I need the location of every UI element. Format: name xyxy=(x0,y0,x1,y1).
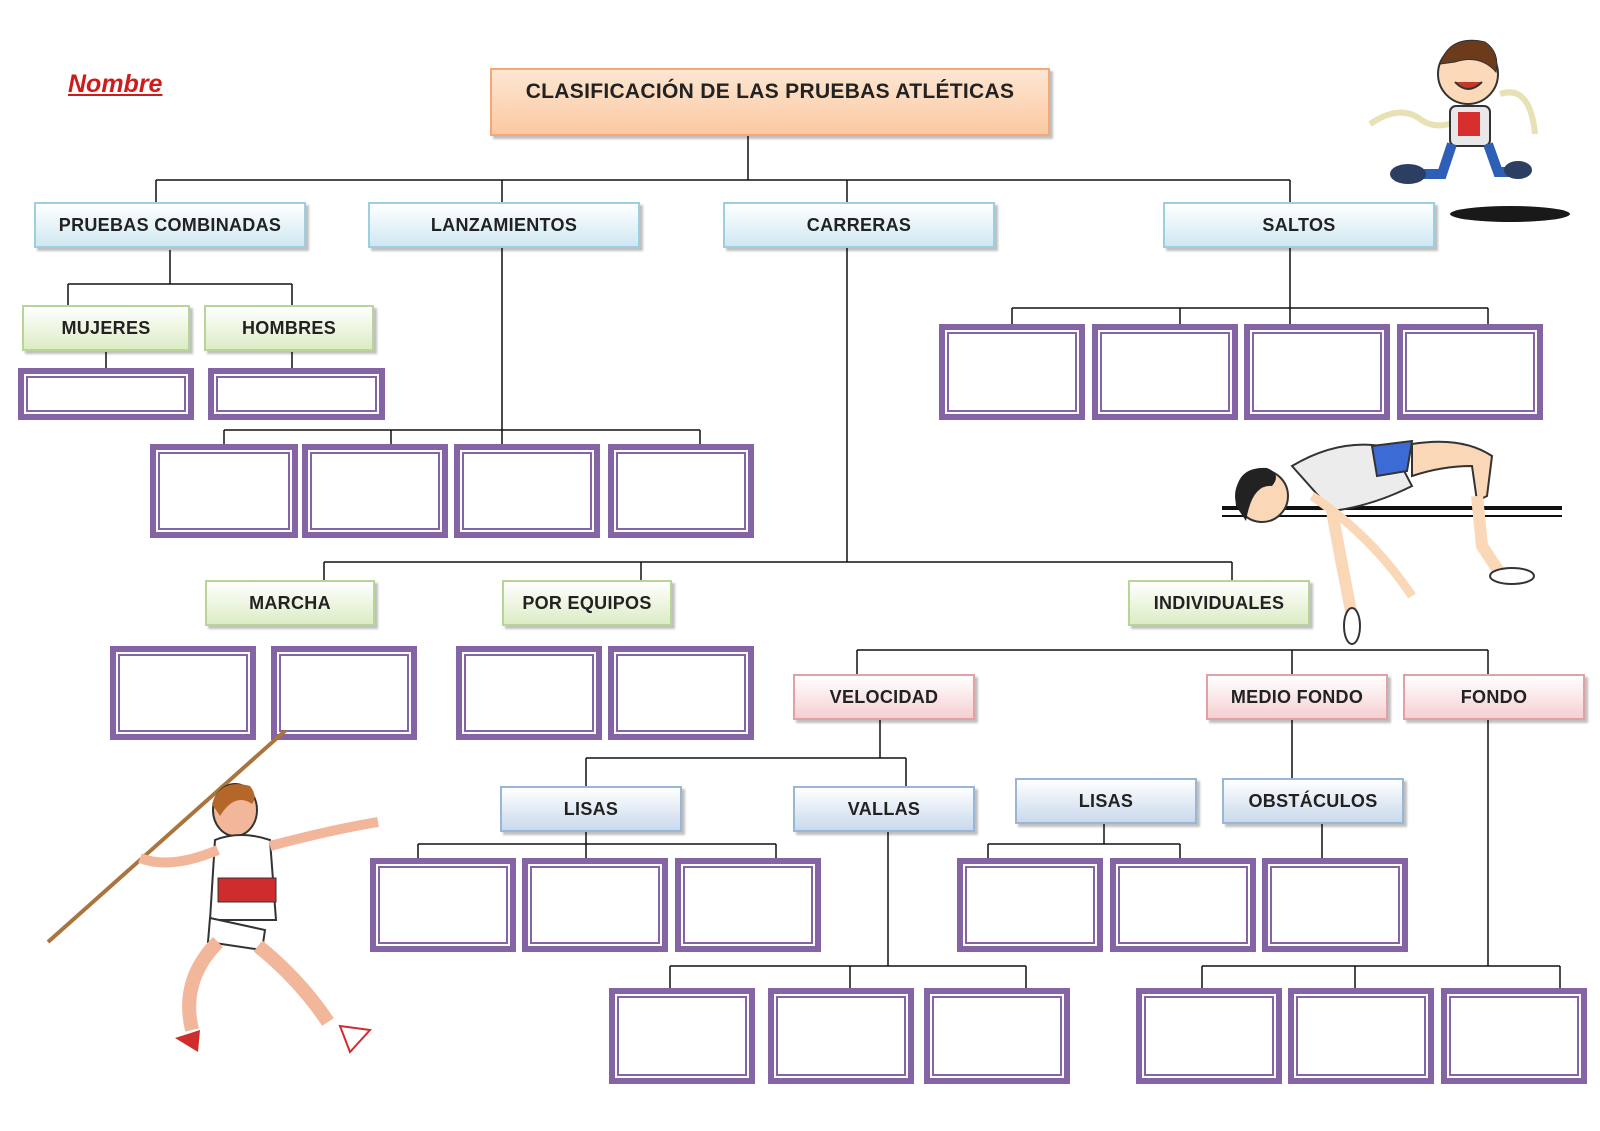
node-obstaculos: OBSTÁCULOS xyxy=(1222,778,1404,824)
answer-box-fondo-1[interactable] xyxy=(1136,988,1282,1084)
answer-box-vallas-1[interactable] xyxy=(609,988,755,1084)
node-mujeres: MUJERES xyxy=(22,305,190,351)
node-por-equipos: POR EQUIPOS xyxy=(502,580,672,626)
answer-box-salto-4[interactable] xyxy=(1397,324,1543,420)
answer-box-fondo-3[interactable] xyxy=(1441,988,1587,1084)
node-marcha: MARCHA xyxy=(205,580,375,626)
node-fondo: FONDO xyxy=(1403,674,1585,720)
category-carreras: CARRERAS xyxy=(723,202,995,248)
diagram-title: CLASIFICACIÓN DE LAS PRUEBAS ATLÉTICAS xyxy=(490,68,1050,136)
category-saltos: SALTOS xyxy=(1163,202,1435,248)
high-jumper-illustration xyxy=(1222,439,1562,645)
answer-box-equipos-1[interactable] xyxy=(456,646,602,740)
answer-box-marcha-2[interactable] xyxy=(271,646,417,740)
answer-box-obstaculos[interactable] xyxy=(1262,858,1408,952)
answer-box-fondo-2[interactable] xyxy=(1288,988,1434,1084)
node-velocidad-lisas: LISAS xyxy=(500,786,682,832)
node-vallas: VALLAS xyxy=(793,786,975,832)
runner-child-illustration xyxy=(1368,39,1570,222)
answer-box-vallas-3[interactable] xyxy=(924,988,1070,1084)
answer-box-mf-lisas-1[interactable] xyxy=(957,858,1103,952)
node-hombres: HOMBRES xyxy=(204,305,374,351)
answer-box-salto-1[interactable] xyxy=(939,324,1085,420)
javelin-thrower-illustration xyxy=(46,730,379,1054)
node-velocidad: VELOCIDAD xyxy=(793,674,975,720)
answer-box-vallas-2[interactable] xyxy=(768,988,914,1084)
answer-box-mujeres[interactable] xyxy=(18,368,194,420)
answer-box-salto-2[interactable] xyxy=(1092,324,1238,420)
name-label: Nombre xyxy=(68,70,163,98)
answer-box-lanzamiento-1[interactable] xyxy=(150,444,298,538)
answer-box-lanzamiento-2[interactable] xyxy=(302,444,448,538)
answer-box-marcha-1[interactable] xyxy=(110,646,256,740)
answer-box-lanzamiento-4[interactable] xyxy=(608,444,754,538)
answer-box-hombres[interactable] xyxy=(208,368,385,420)
answer-box-lisas-1[interactable] xyxy=(370,858,516,952)
node-medio-fondo: MEDIO FONDO xyxy=(1206,674,1388,720)
answer-box-salto-3[interactable] xyxy=(1244,324,1390,420)
node-medio-fondo-lisas: LISAS xyxy=(1015,778,1197,824)
category-lanzamientos: LANZAMIENTOS xyxy=(368,202,640,248)
category-combinadas: PRUEBAS COMBINADAS xyxy=(34,202,306,248)
answer-box-mf-lisas-2[interactable] xyxy=(1110,858,1256,952)
answer-box-equipos-2[interactable] xyxy=(608,646,754,740)
node-individuales: INDIVIDUALES xyxy=(1128,580,1310,626)
answer-box-lanzamiento-3[interactable] xyxy=(454,444,600,538)
answer-box-lisas-3[interactable] xyxy=(675,858,821,952)
answer-box-lisas-2[interactable] xyxy=(522,858,668,952)
